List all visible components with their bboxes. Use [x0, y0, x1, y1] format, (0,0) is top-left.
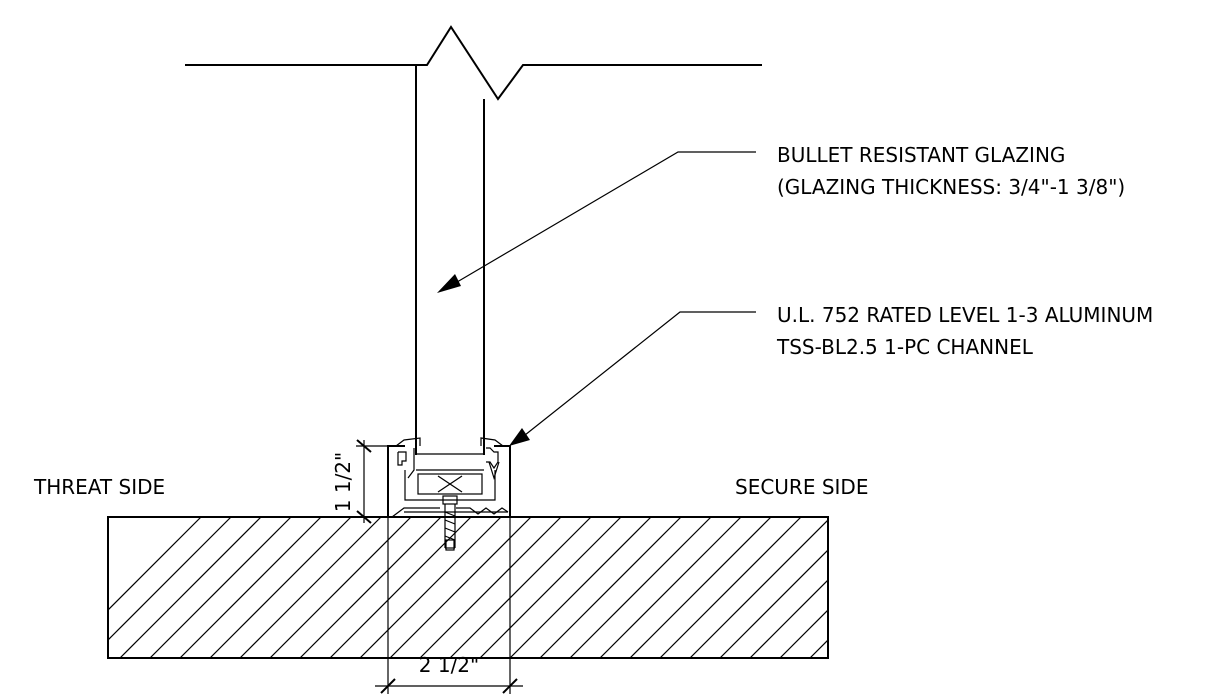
slab-hatch-line [479, 517, 622, 658]
slab-hatch-line [209, 517, 352, 658]
slab-hatch-line [108, 517, 232, 641]
slab-hatch-line [749, 579, 828, 658]
slab-hatch-line [870, 517, 1011, 658]
channel-label-line2: TSS-BL2.5 1-PC CHANNEL [776, 335, 1034, 359]
glazing-panel [415, 65, 485, 455]
slab-hatch-line [539, 517, 682, 658]
aluminum-channel [387, 437, 511, 518]
slab-hatch-line [809, 639, 828, 658]
secure-side-label: SECURE SIDE [735, 475, 868, 499]
slab-hatch-line [779, 609, 828, 658]
channel-leader [509, 311, 756, 446]
slab-hatch-line [419, 517, 562, 658]
slab-hatch-line [389, 517, 532, 658]
width-dimension [375, 517, 523, 694]
slab-hatch-line [149, 517, 292, 658]
slab-hatch-line [269, 517, 412, 658]
slab-hatch-line [599, 517, 742, 658]
slab-hatch-line [689, 519, 828, 658]
glazing-leader [437, 151, 756, 293]
top-break-line [185, 25, 762, 101]
slab-hatch-line [509, 517, 652, 658]
slab-hatch-line [840, 517, 981, 658]
width-dimension-label: 2 1/2" [419, 653, 479, 677]
height-dimension [356, 439, 388, 524]
slab-hatch-line [449, 517, 592, 658]
slab-hatch-line [359, 517, 502, 658]
slab-hatch-line [299, 517, 442, 658]
anchor-bolt [442, 495, 458, 551]
slab-hatch-line [900, 517, 1041, 658]
slab-hatch-line [108, 517, 202, 611]
slab-hatch-line [569, 517, 712, 658]
slab-hatch-line [659, 517, 802, 658]
channel-label-line1: U.L. 752 RATED LEVEL 1-3 ALUMINUM [777, 303, 1153, 327]
height-dimension-label: 1 1/2" [331, 452, 355, 512]
glazing-label-line1: BULLET RESISTANT GLAZING [777, 143, 1065, 167]
concrete-slab [107, 516, 1041, 659]
slab-hatch-line [719, 549, 828, 658]
slab-hatch-line [239, 517, 382, 658]
threat-side-label: THREAT SIDE [33, 475, 165, 499]
slab-hatch-line [629, 517, 772, 658]
slab-hatch-line [179, 517, 322, 658]
slab-hatch-line [119, 517, 262, 658]
glazing-label-line2: (GLAZING THICKNESS: 3/4"-1 3/8") [777, 175, 1125, 199]
